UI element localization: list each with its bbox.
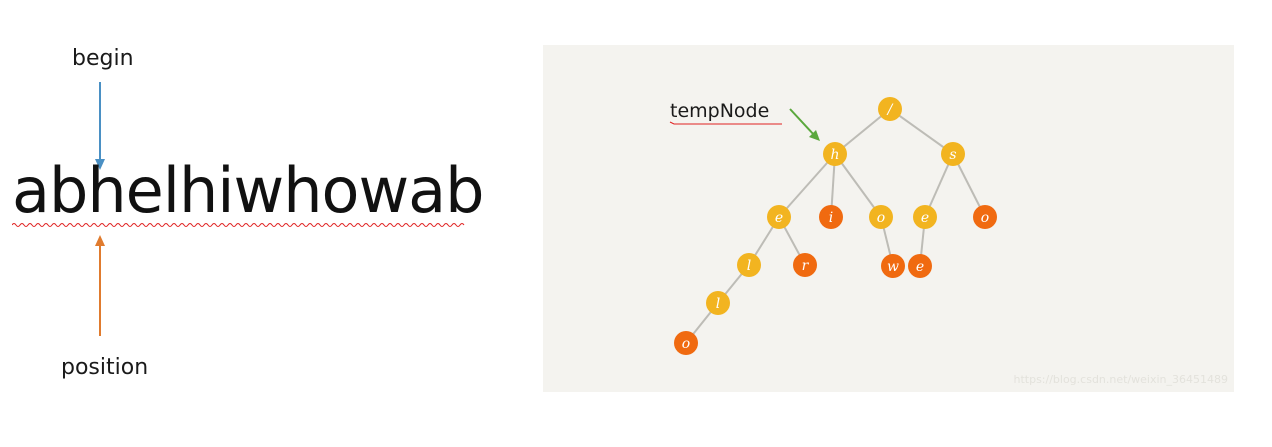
tree-node-label: e — [775, 210, 783, 226]
tree-node-label: i — [829, 210, 833, 226]
tree-node-label: / — [886, 102, 894, 118]
tree-node-label: r — [802, 258, 810, 274]
tree-edge-h-e1 — [778, 153, 836, 218]
tree-node-label: s — [949, 147, 956, 163]
tree-node-e2: e — [913, 205, 937, 229]
tree-node-o3: o — [674, 331, 698, 355]
tree-node-circle — [881, 254, 905, 278]
tree-node-circle — [878, 97, 902, 121]
tree-node-circle — [737, 253, 761, 277]
tree-edge-root-s — [889, 108, 954, 155]
tree-node-e3: e — [908, 254, 932, 278]
position-label: position — [61, 355, 149, 380]
begin-arrow — [95, 82, 105, 170]
tree-node-h: h — [823, 142, 847, 166]
tree-node-label: h — [830, 147, 839, 163]
tree-node-circle — [819, 205, 843, 229]
tree-node-label: e — [916, 259, 924, 275]
tree-node-r: r — [793, 253, 817, 277]
tree-node-label: o — [877, 210, 885, 226]
watermark: https://blog.csdn.net/weixin_36451489 — [1013, 373, 1228, 386]
tree-node-l1: l — [737, 253, 761, 277]
trie-tree: / h s e i o e o l r w e l o tempNode — [669, 97, 997, 355]
temp-node-label: tempNode — [670, 100, 769, 122]
temp-node-spellcheck-underline — [669, 121, 782, 125]
tree-node-circle — [913, 205, 937, 229]
trie-diagram-panel: / h s e i o e o l r w e l o tempNode https://blog.csdn… — [543, 45, 1234, 392]
position-arrow — [95, 235, 105, 336]
temp-node-arrow — [789, 108, 816, 137]
tree-node-circle — [793, 253, 817, 277]
search-string: abhelhiwhowab — [12, 154, 485, 227]
tree-node-circle — [869, 205, 893, 229]
tree-node-root: / — [878, 97, 902, 121]
tree-node-label: e — [921, 210, 929, 226]
tree-node-label: o — [981, 210, 989, 226]
temp-node-arrowhead — [809, 130, 820, 141]
tree-node-w: w — [881, 254, 905, 278]
tree-node-o1: o — [869, 205, 893, 229]
left-annotation-layer — [95, 82, 105, 336]
tree-node-s: s — [941, 142, 965, 166]
tree-node-i: i — [819, 205, 843, 229]
tree-node-label: w — [887, 259, 899, 275]
tree-edge-h-o1 — [834, 153, 882, 218]
tree-node-circle — [908, 254, 932, 278]
begin-label: begin — [72, 46, 134, 71]
tree-node-circle — [767, 205, 791, 229]
tree-node-circle — [941, 142, 965, 166]
tree-node-label: l — [716, 296, 720, 312]
tree-node-circle — [823, 142, 847, 166]
tree-node-circle — [706, 291, 730, 315]
tree-node-label: o — [682, 336, 690, 352]
tree-node-l2: l — [706, 291, 730, 315]
spellcheck-underline — [12, 223, 465, 227]
tree-node-e1: e — [767, 205, 791, 229]
tree-node-circle — [973, 205, 997, 229]
tree-node-o2: o — [973, 205, 997, 229]
tree-node-label: l — [747, 258, 751, 274]
tree-node-circle — [674, 331, 698, 355]
